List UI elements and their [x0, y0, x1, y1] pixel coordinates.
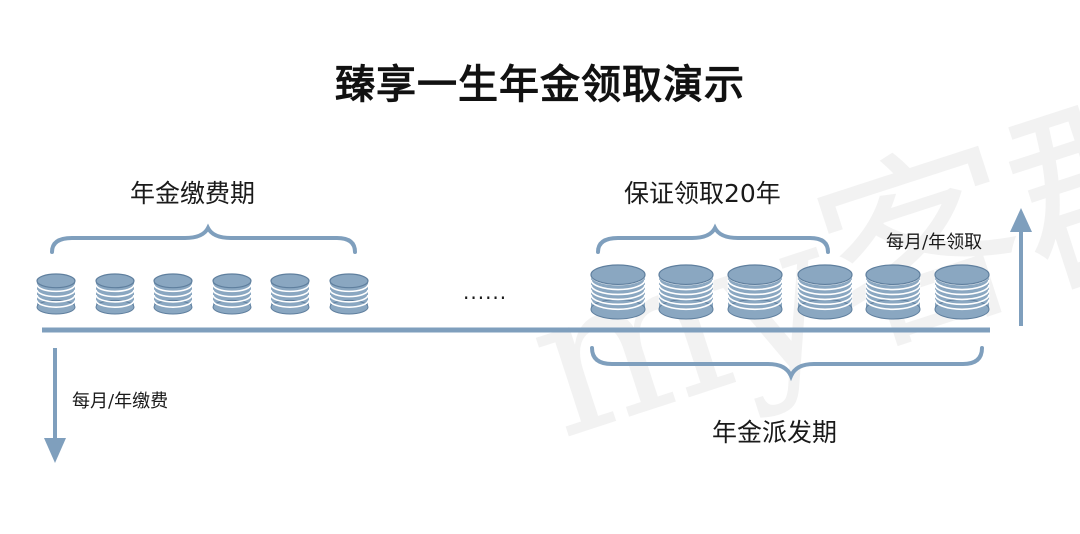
brace-payment-period — [50, 223, 357, 254]
label-payout-period: 年金派发期 — [712, 418, 838, 447]
coin-stack-payment — [270, 273, 310, 315]
arrow-down-icon — [44, 438, 66, 463]
coin-stack-claim — [797, 264, 853, 320]
coin-stack-payment — [153, 273, 193, 315]
diagram-title: 臻享一生年金领取演示 — [335, 62, 745, 108]
arrow-up-icon — [1010, 208, 1032, 232]
coin-stack-payment — [212, 273, 252, 315]
label-monthly-payment: 每月/年缴费 — [72, 391, 169, 412]
coin-stack-claim — [590, 264, 646, 320]
brace-payout-period — [590, 346, 984, 382]
coin-stack-claim — [658, 264, 714, 320]
brace-guarantee-period — [596, 223, 830, 254]
ellipsis-text: ...... — [463, 280, 508, 304]
label-payment-period: 年金缴费期 — [130, 179, 256, 208]
coin-stack-claim — [865, 264, 921, 320]
coin-stack-payment — [95, 273, 135, 315]
coin-stacks-claim — [590, 264, 990, 320]
label-guarantee-period: 保证领取20年 — [624, 179, 781, 208]
label-monthly-claim: 每月/年领取 — [886, 232, 983, 253]
coin-stacks-payment — [36, 273, 369, 315]
coin-stack-payment — [329, 273, 369, 315]
coin-stack-claim — [727, 264, 783, 320]
coin-stack-claim — [934, 264, 990, 320]
coin-stack-payment — [36, 273, 76, 315]
